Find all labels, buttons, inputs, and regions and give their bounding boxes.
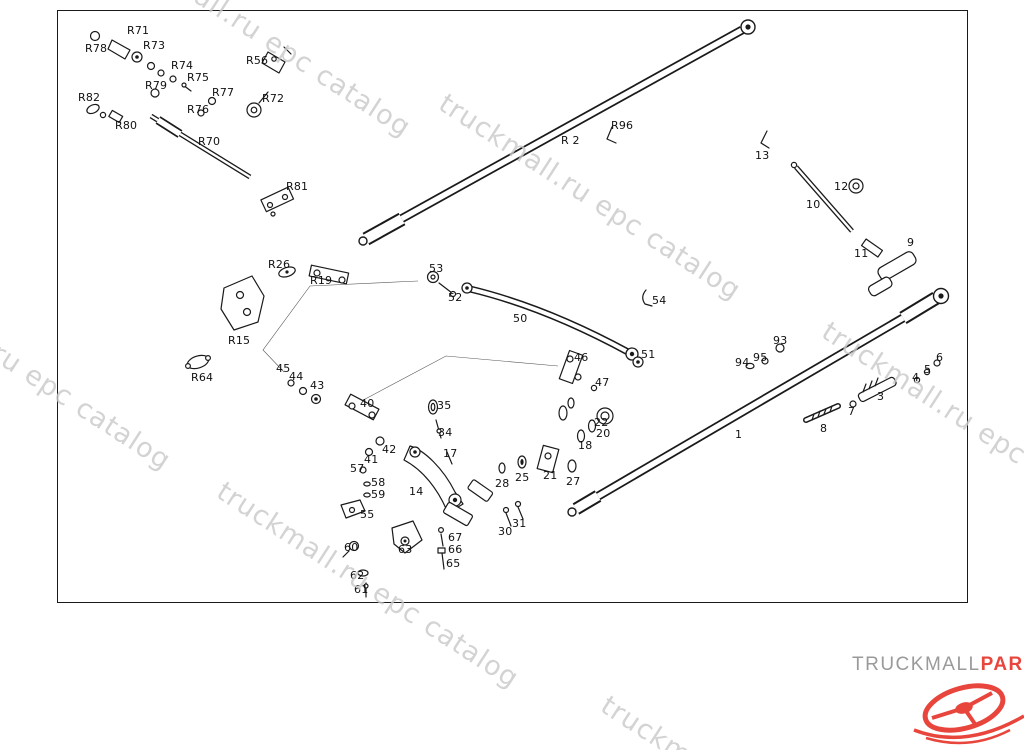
reference-lines <box>262 280 559 407</box>
steering-wheel-icon <box>913 683 1024 745</box>
logo-text-truckmall: TRUCKMALL <box>852 654 981 675</box>
drag-link-rod <box>358 19 756 246</box>
link-rod-10 <box>790 161 854 233</box>
diagram-frame-border <box>57 10 968 603</box>
center-link-rod <box>461 282 639 361</box>
logo-text: TRUCKMALLPARTS <box>852 654 1024 676</box>
steering-shaft-rod <box>149 113 252 180</box>
logo-text-parts: PARTS <box>980 654 1024 675</box>
brand-logo: TRUCKMALLPARTS <box>852 654 1024 750</box>
tie-rod <box>567 287 950 517</box>
small-parts <box>86 30 941 598</box>
